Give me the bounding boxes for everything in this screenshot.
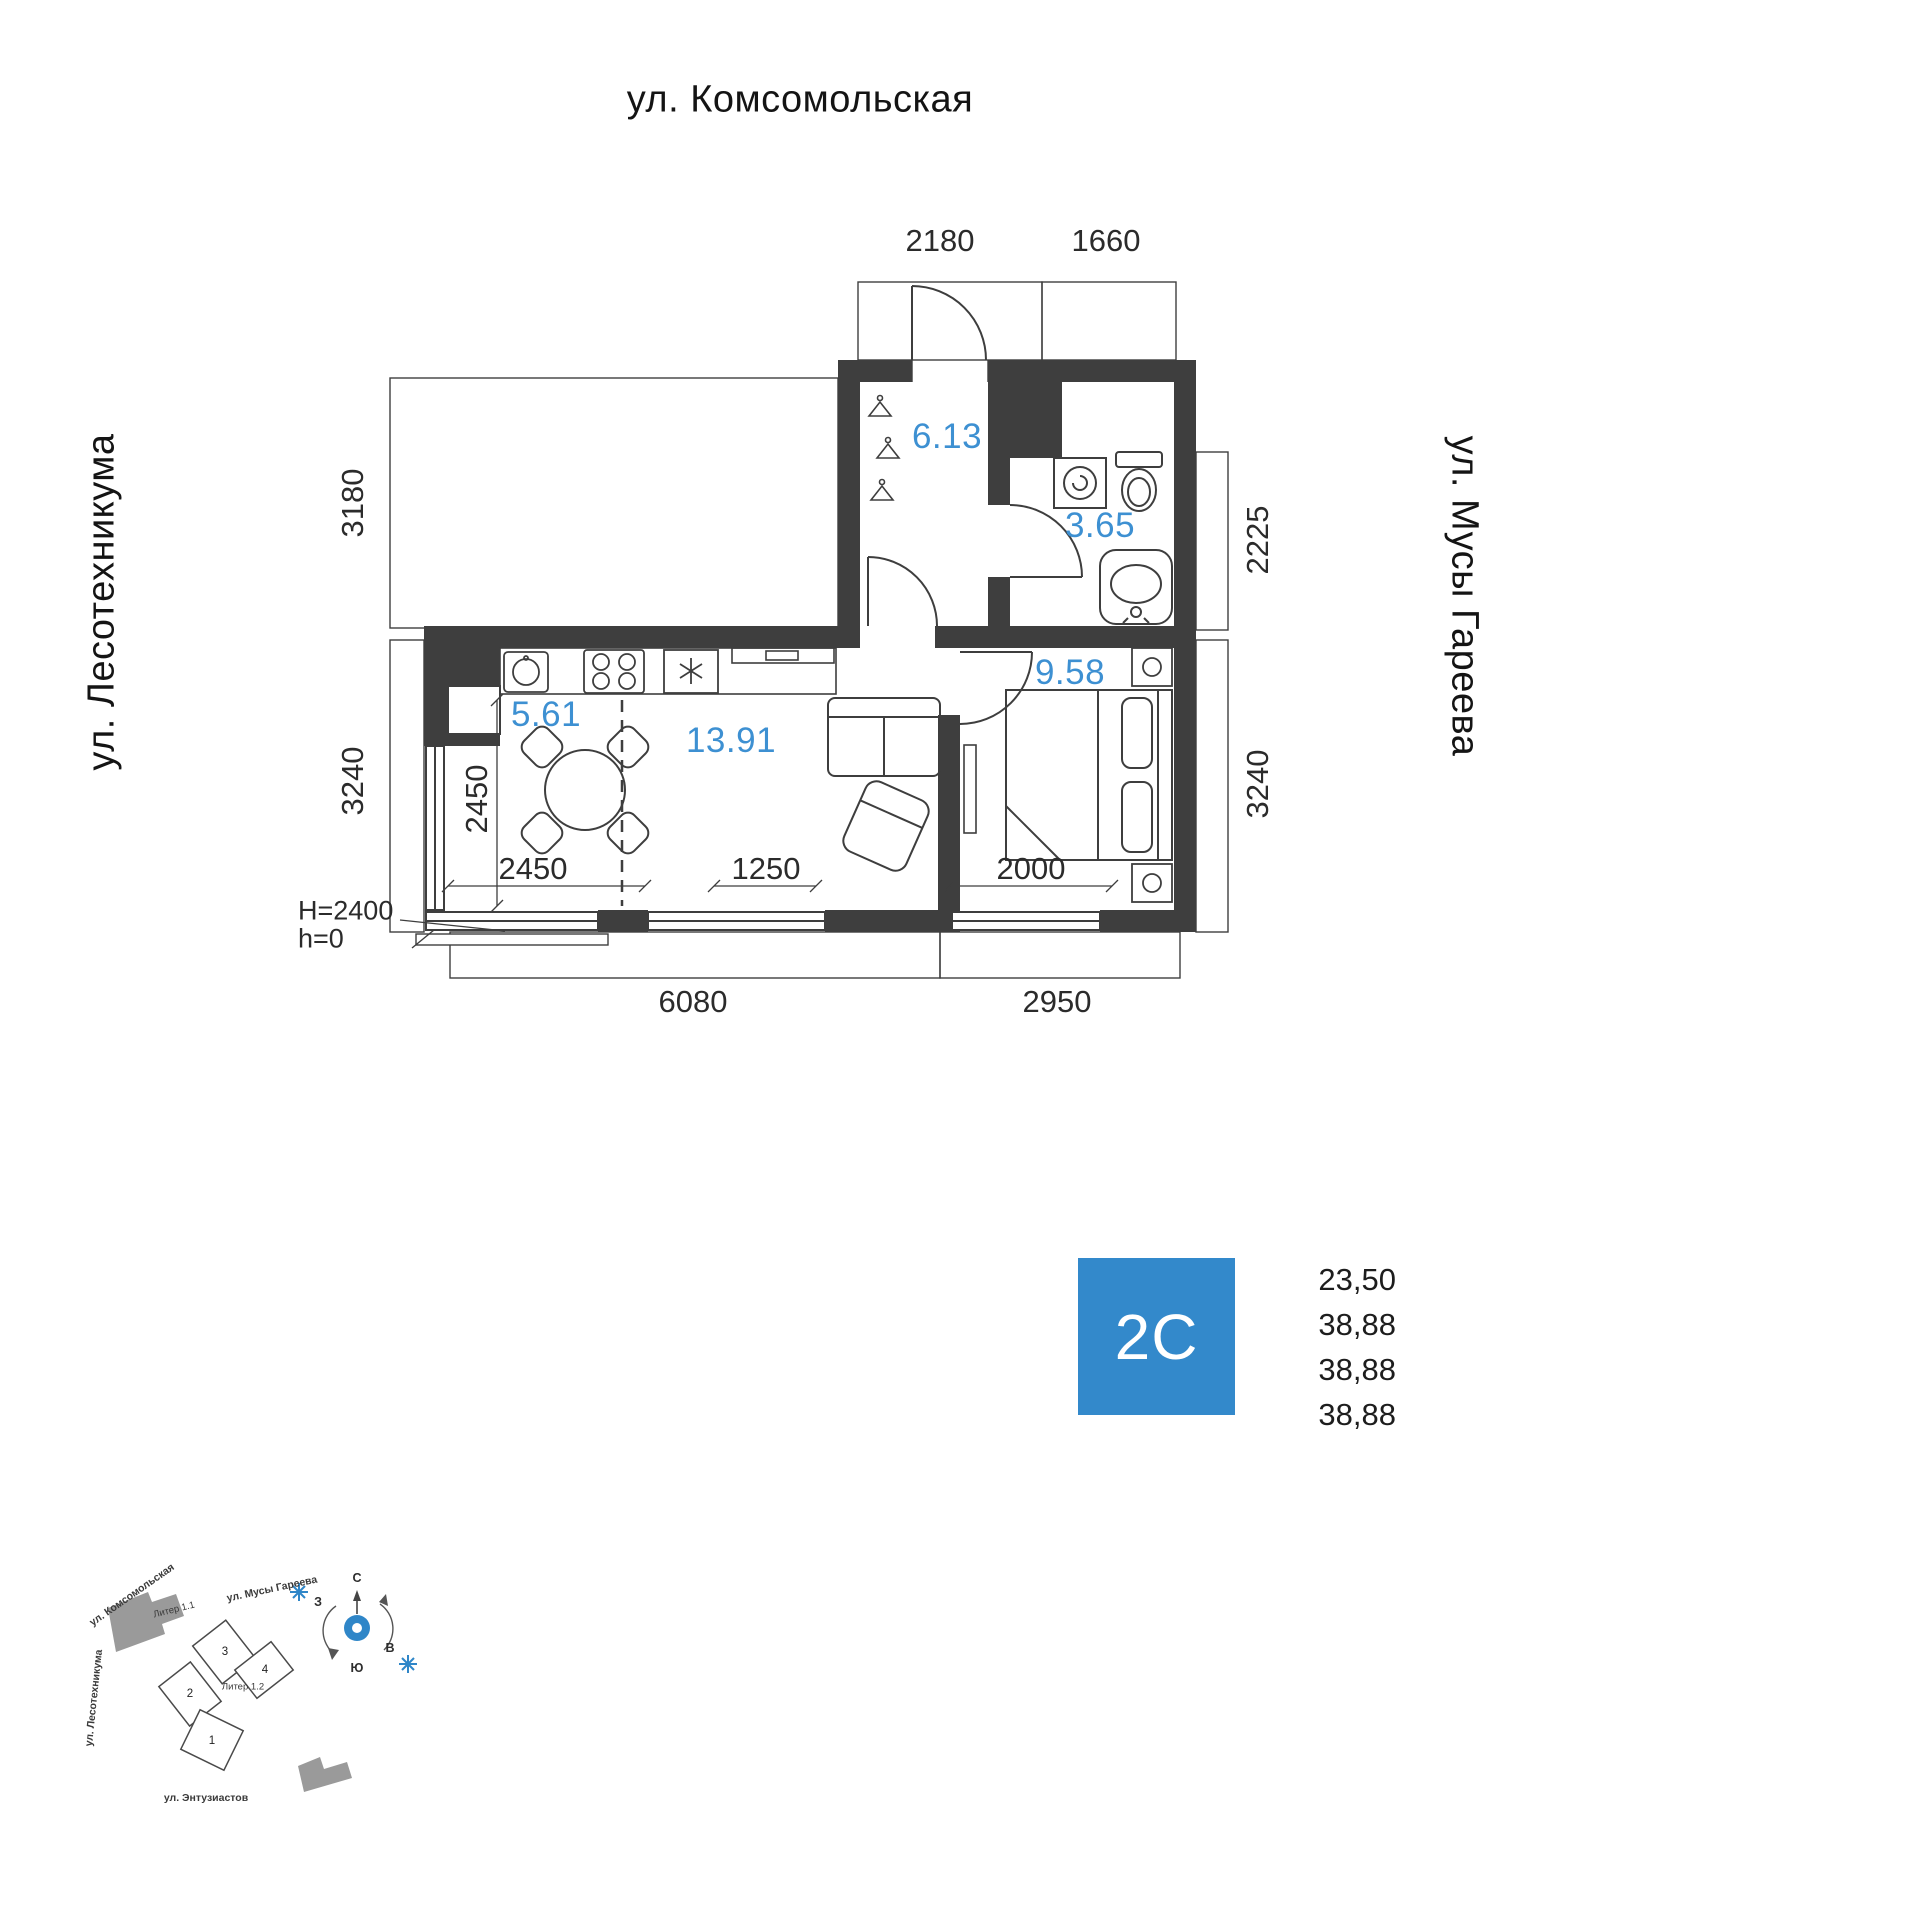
site-building-sections — [157, 1619, 295, 1772]
dim-kitchen-depth: 2450 — [459, 764, 494, 834]
sofa-icon — [827, 697, 941, 777]
doors — [867, 285, 1083, 725]
kitchen-counter — [499, 647, 837, 695]
tv-stand — [963, 744, 977, 834]
compass-north-label: С — [352, 1571, 362, 1585]
apartment-areas-list: 23,50 38,88 38,88 38,88 — [1248, 1257, 1396, 1437]
fridge-icon — [663, 649, 719, 694]
site-street-entuziastov: ул. Энтузиастов — [163, 1792, 249, 1804]
site-section-3: 3 — [221, 1646, 229, 1658]
kitchen-shelf — [731, 647, 835, 664]
coat-hanger-icons — [867, 394, 901, 501]
door-jambs — [911, 360, 989, 382]
dim-right-1: 2225 — [1240, 505, 1275, 575]
site-liter-1-2-label: Литер 1.2 — [221, 1681, 265, 1693]
inner-dimension-lines — [399, 693, 1119, 932]
room-area-kitchen: 5.61 — [510, 695, 582, 734]
bathroom-sink-icon — [1099, 549, 1173, 625]
dim-bedroom-width: 2000 — [996, 851, 1066, 886]
site-building-liter11 — [108, 1592, 184, 1652]
washing-machine-icon — [1053, 457, 1107, 509]
walls — [424, 360, 1196, 932]
floor-level-note: h=0 — [298, 923, 344, 954]
site-section-1: 1 — [208, 1735, 216, 1747]
site-plan — [108, 1592, 352, 1792]
ceiling-height-note: H=2400 — [298, 895, 394, 926]
bed-icon — [1005, 689, 1173, 861]
area-value-living: 23,50 — [1318, 1262, 1396, 1297]
armchair-icon — [842, 780, 930, 872]
kitchen-sink-icon — [503, 651, 549, 693]
dim-bottom-2: 2950 — [1022, 984, 1092, 1019]
site-section-2: 2 — [186, 1688, 194, 1700]
site-building-other — [298, 1757, 352, 1792]
windows — [411, 745, 1101, 949]
area-value-total-1: 38,88 — [1318, 1307, 1396, 1342]
dim-bottom-1: 6080 — [658, 984, 728, 1019]
dim-right-2: 3240 — [1240, 749, 1275, 819]
nightstand-bottom-icon — [1131, 863, 1173, 903]
street-label-top: ул. Комсомольская — [626, 78, 974, 121]
wall-niche — [447, 685, 501, 735]
dining-table-icon — [520, 725, 650, 855]
room-area-living: 13.91 — [685, 721, 777, 760]
stove-icon — [583, 649, 645, 694]
dim-kitchen-width: 2450 — [498, 851, 568, 886]
site-section-4: 4 — [261, 1664, 269, 1676]
area-value-total-3: 38,88 — [1318, 1397, 1396, 1432]
apartment-type-badge: 2С — [1078, 1258, 1235, 1415]
room-area-bathroom: 3.65 — [1064, 506, 1136, 545]
dim-top-1: 2180 — [905, 223, 975, 258]
compass-east-label: В — [385, 1641, 395, 1655]
compass-south-label: Ю — [350, 1661, 364, 1675]
nightstand-top-icon — [1131, 647, 1173, 687]
area-value-total-2: 38,88 — [1318, 1352, 1396, 1387]
toilet-icon — [1115, 451, 1163, 512]
dim-living-window: 1250 — [731, 851, 801, 886]
room-area-hallway: 6.13 — [911, 417, 983, 456]
sun-icon-west — [290, 1583, 308, 1601]
dim-left-1: 3180 — [335, 468, 370, 538]
dim-top-2: 1660 — [1071, 223, 1141, 258]
compass — [290, 1583, 417, 1673]
room-area-bedroom: 9.58 — [1034, 653, 1106, 692]
dim-left-2: 3240 — [335, 746, 370, 816]
street-label-right: ул. Мусы Гареева — [1443, 435, 1486, 757]
compass-west-label: З — [314, 1595, 322, 1609]
sun-icon-east — [399, 1655, 417, 1673]
street-label-left: ул. Лесотехникума — [80, 433, 123, 771]
